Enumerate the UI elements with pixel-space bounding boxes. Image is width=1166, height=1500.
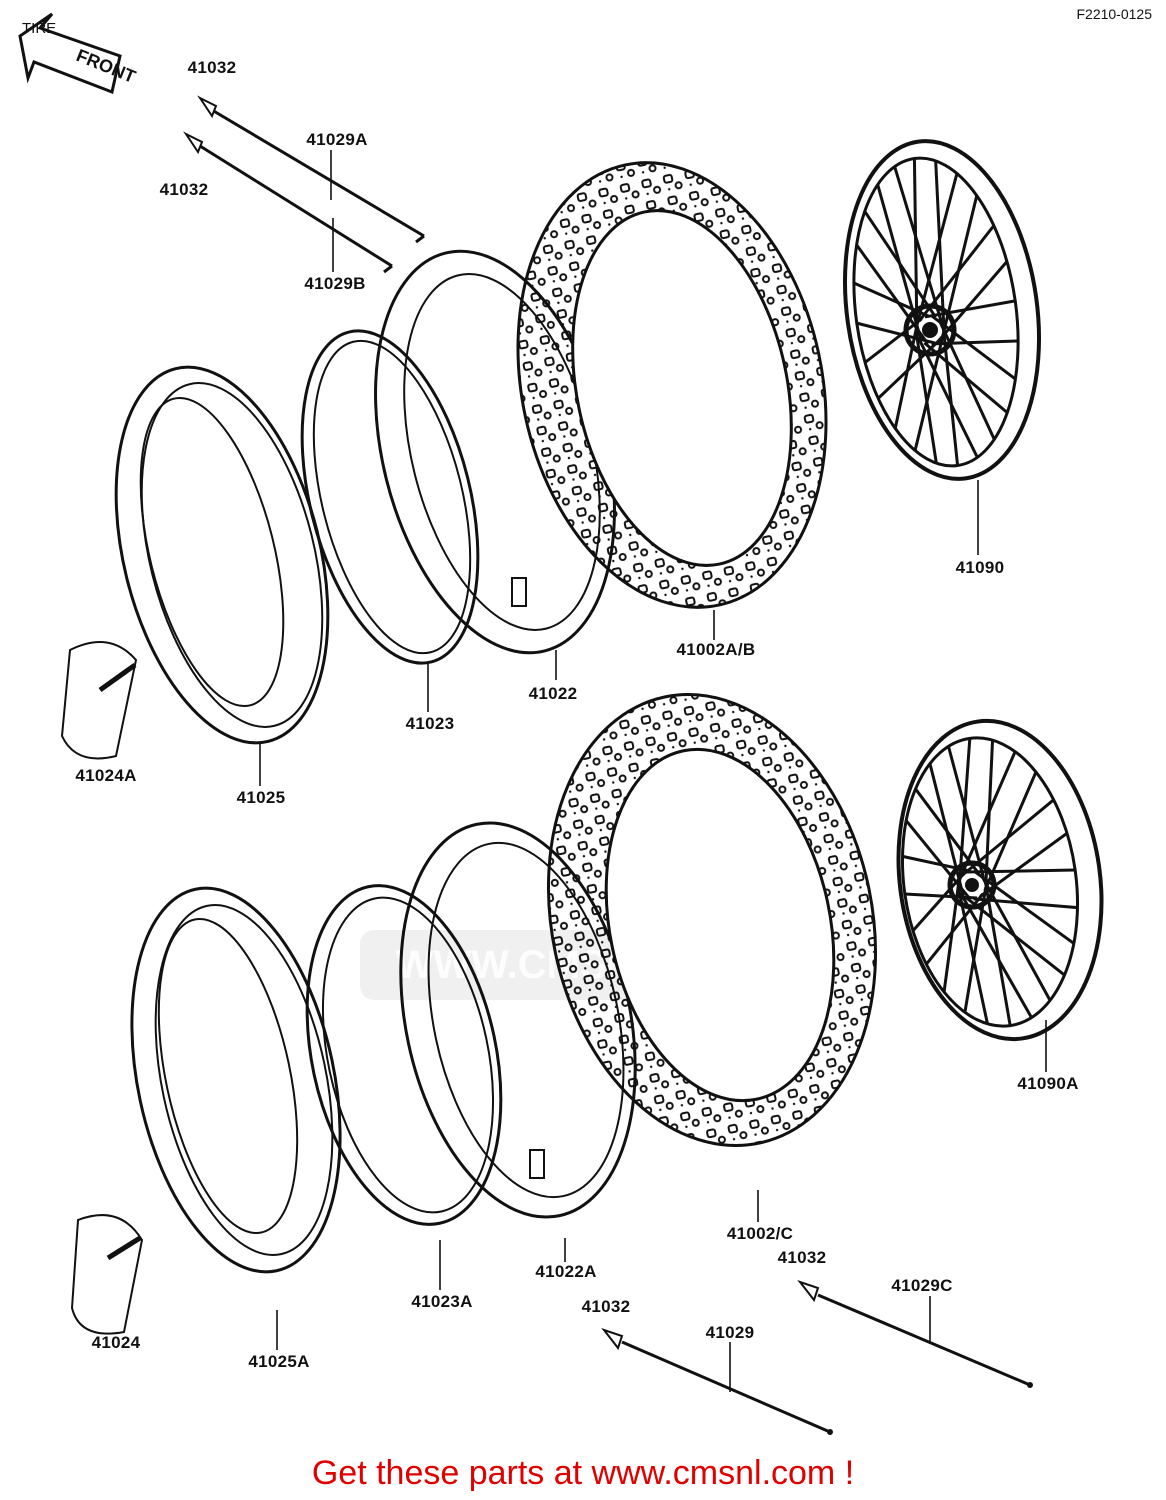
part-label-41032-lower-left[interactable]: 41032	[581, 1297, 631, 1316]
part-label-41022A[interactable]: 41022A	[535, 1262, 597, 1281]
part-label-41029[interactable]: 41029	[705, 1323, 755, 1342]
part-label-41090A[interactable]: 41090A	[1017, 1074, 1079, 1093]
spoke-41029A	[197, 95, 425, 244]
part-label-41023A[interactable]: 41023A	[411, 1292, 473, 1311]
part-label-41032-second[interactable]: 41032	[159, 180, 209, 199]
rim-lock-41024A	[60, 641, 138, 760]
diagram-code: F2210-0125	[1076, 6, 1152, 22]
rim-lock-41024	[70, 1214, 144, 1335]
wheel-41090A	[896, 718, 1104, 1042]
part-label-41024A[interactable]: 41024A	[75, 766, 137, 785]
part-label-41002A-B[interactable]: 41002A/B	[676, 640, 756, 659]
tire-41002-C	[546, 693, 878, 1147]
spoke-41029B	[183, 131, 393, 274]
page-title: TIRE	[22, 20, 57, 37]
part-label-41029A[interactable]: 41029A	[306, 130, 368, 149]
tire-41002A-B	[516, 161, 828, 609]
rim-band-41023	[300, 329, 480, 665]
rim-band-41023A	[305, 884, 503, 1226]
part-label-41025[interactable]: 41025	[236, 788, 286, 807]
spoke-41029C	[797, 1280, 1033, 1388]
wheel-41090	[842, 139, 1042, 481]
leader-lines	[259, 150, 1047, 1392]
part-label-41090[interactable]: 41090	[955, 558, 1005, 577]
footer-link[interactable]: Get these parts at www.cmsnl.com !	[311, 1454, 855, 1492]
part-label-41023[interactable]: 41023	[405, 714, 455, 733]
part-label-41029B[interactable]: 41029B	[304, 274, 366, 293]
part-label-41025A[interactable]: 41025A	[248, 1352, 310, 1371]
part-label-41032-top[interactable]: 41032	[187, 58, 237, 77]
part-label-41022[interactable]: 41022	[528, 684, 578, 703]
spoke-41029	[601, 1328, 833, 1435]
rim-41025A	[130, 886, 342, 1274]
part-label-41029C[interactable]: 41029C	[891, 1276, 953, 1295]
part-label-41024[interactable]: 41024	[91, 1333, 141, 1352]
part-label-41032-lower-right[interactable]: 41032	[777, 1248, 827, 1267]
part-label-41002-C[interactable]: 41002/C	[726, 1224, 794, 1243]
